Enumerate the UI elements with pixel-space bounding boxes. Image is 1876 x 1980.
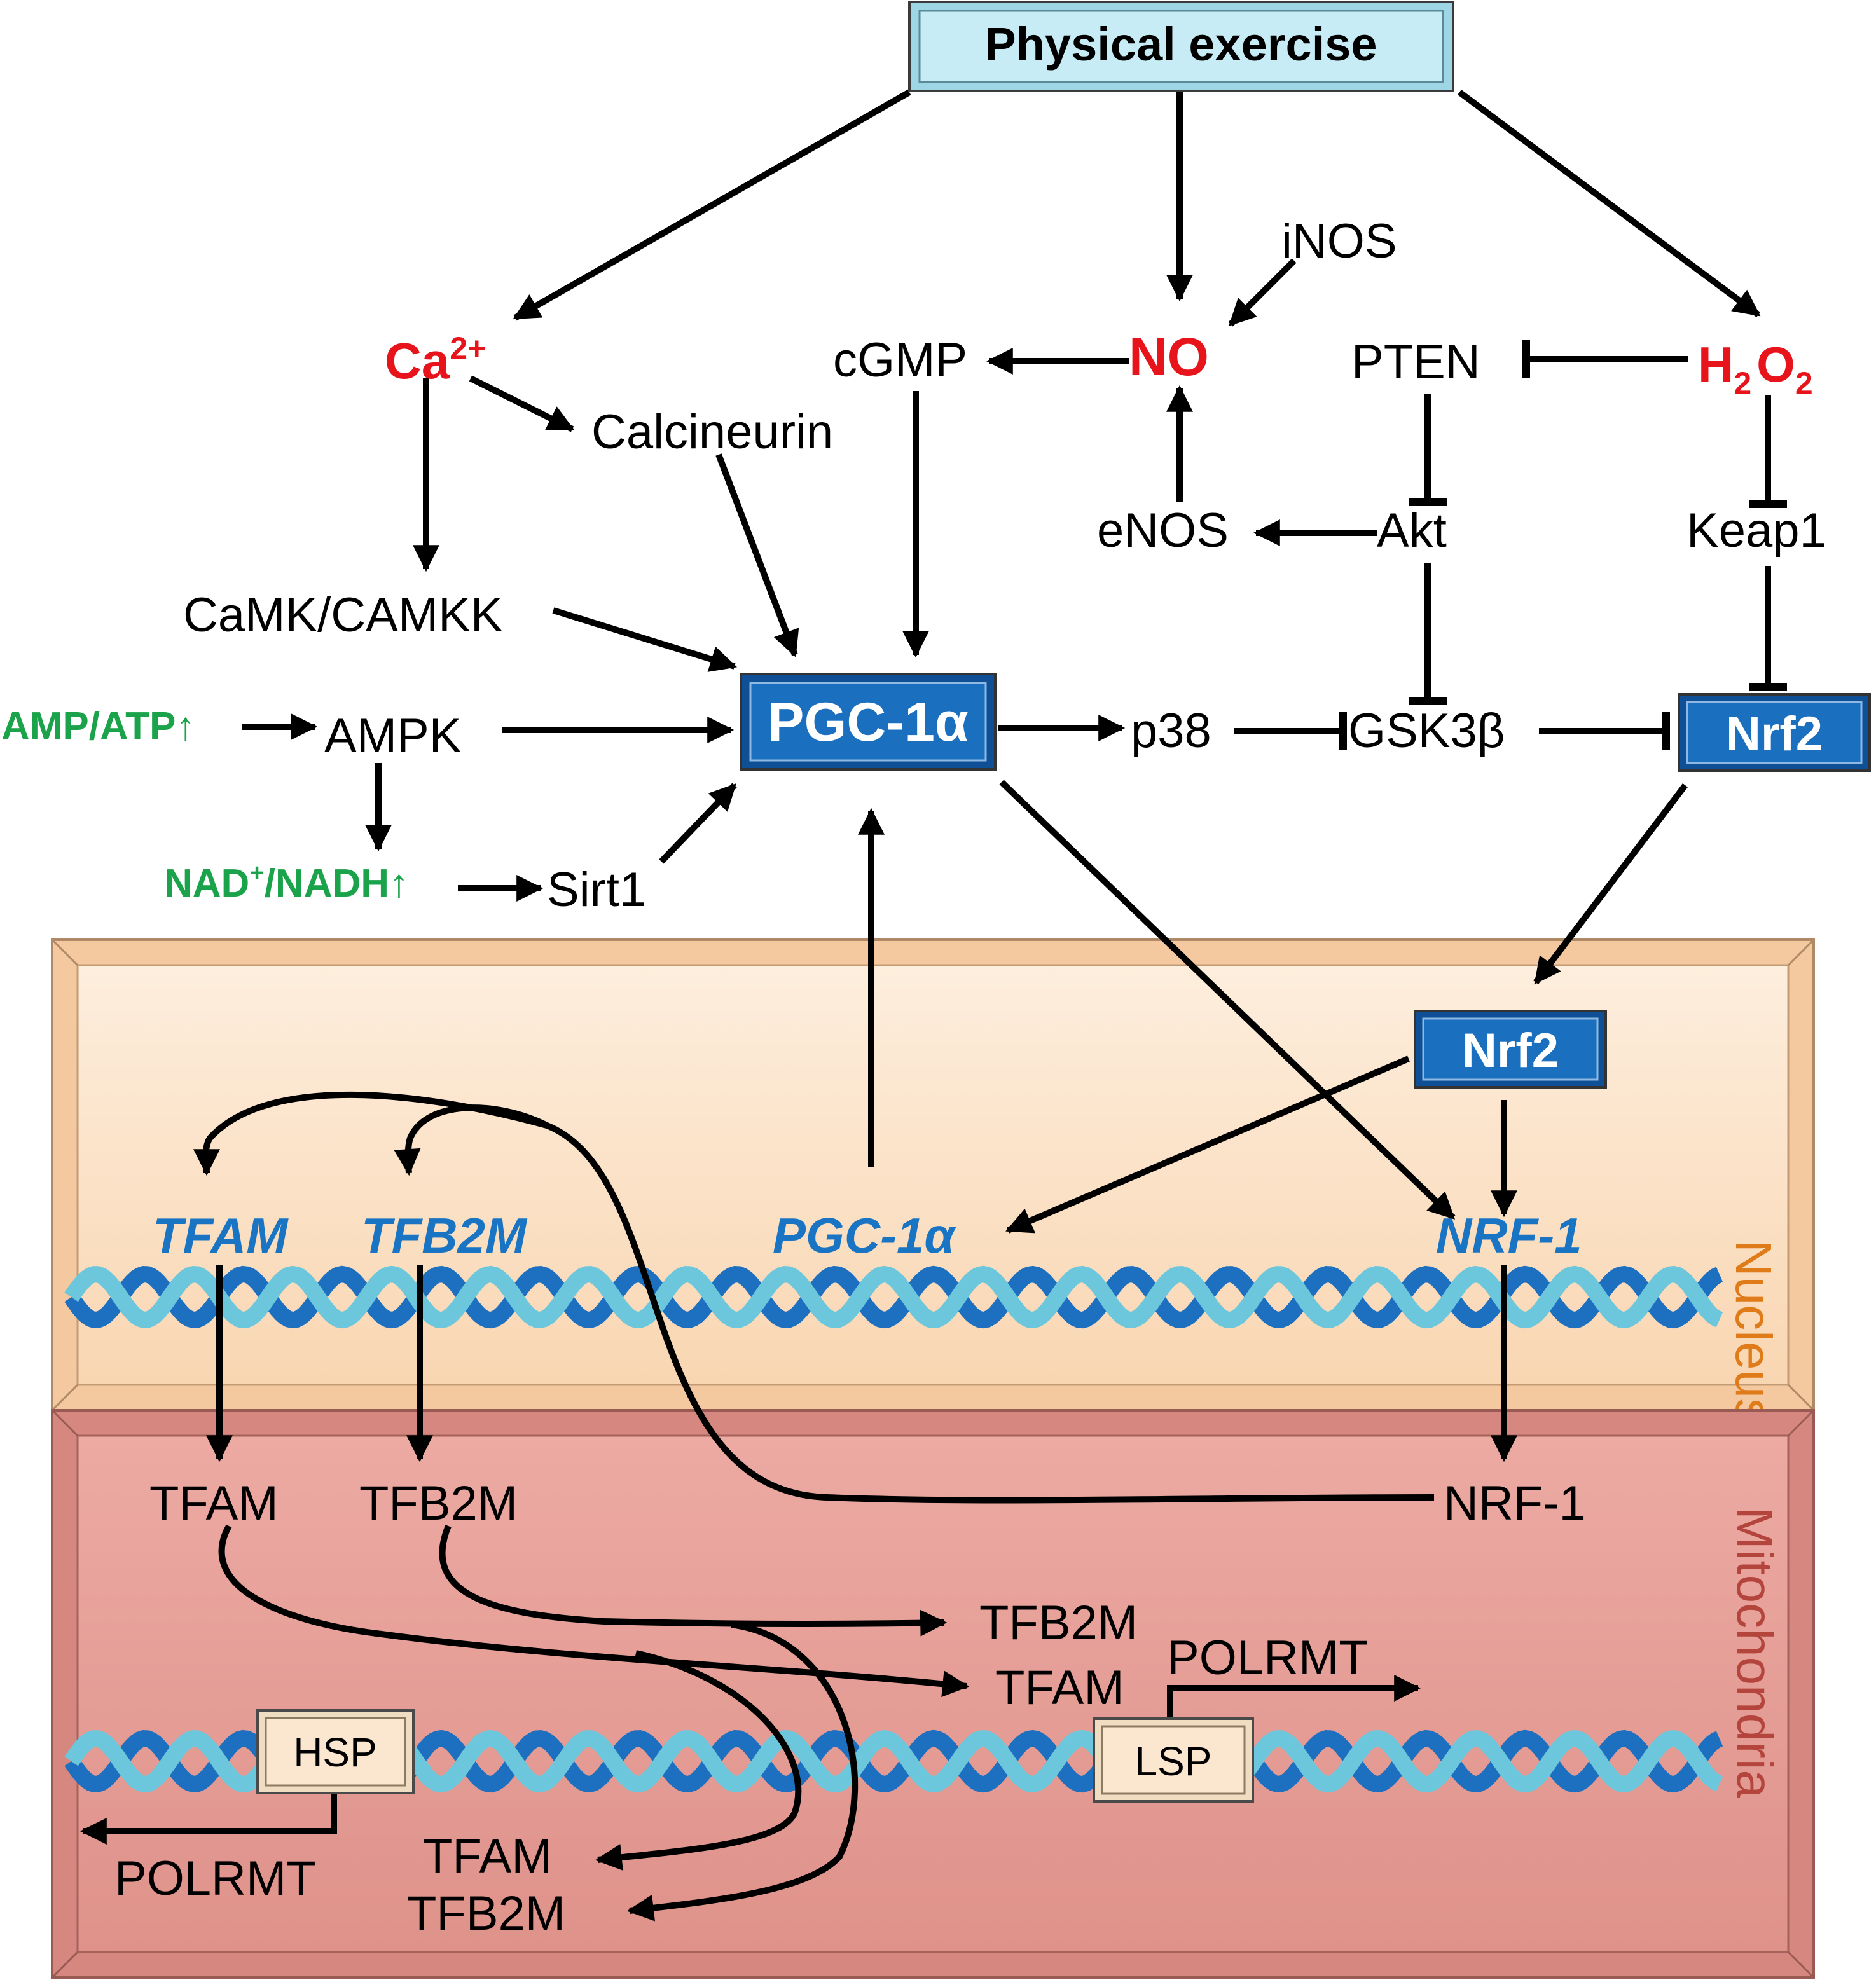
ca-label: Ca — [385, 333, 450, 389]
arrow-exercise-to-h2o2 — [1458, 89, 1761, 318]
tfb2m-gene-label: TFB2M — [361, 1207, 528, 1263]
gsk3b-label: GSK3β — [1348, 704, 1505, 758]
inos-label: iNOS — [1281, 214, 1397, 268]
cgmp-label: cGMP — [833, 333, 967, 387]
arrow-tfam-to-bottom-tfam — [595, 1650, 802, 1871]
svg-text:Ca2+: Ca2+ — [385, 331, 486, 389]
arrow-tfb2m-to-mito-tfb2m — [439, 1525, 948, 1637]
camk-label: CaMK/CAMKK — [183, 588, 503, 642]
keap1-label: Keap1 — [1686, 504, 1826, 558]
nrf2-nucleus-box: Nrf2 — [1414, 1010, 1607, 1089]
calcineurin-label: Calcineurin — [591, 405, 833, 459]
lsp-promoter-box: LSP — [1093, 1717, 1254, 1803]
nrf2-cytoplasm-box: Nrf2 — [1678, 693, 1871, 772]
arrow-inos-to-no — [1228, 258, 1297, 327]
arrow-pgc-to-nrf1-gene — [999, 780, 1456, 1220]
polrmt-left-label: POLRMT — [114, 1852, 316, 1906]
pgc1a-gene-label: PGC-1α — [773, 1207, 957, 1263]
arrow-sirt1-to-pgc — [659, 783, 737, 864]
mito-tfam-label: TFAM — [995, 1661, 1124, 1715]
p38-label: p38 — [1131, 704, 1211, 758]
sirt1-label: Sirt1 — [547, 863, 646, 917]
arrow-camk-to-pgc — [552, 607, 738, 672]
arrow-nrf2-to-pgc-gene — [1005, 1055, 1410, 1234]
pten-label: PTEN — [1351, 335, 1480, 389]
polrmt-right-label: POLRMT — [1167, 1631, 1369, 1685]
pgc1a-box: PGC-1α — [740, 673, 997, 771]
nrf2-nucleus-label: Nrf2 — [1462, 1024, 1559, 1078]
arrow-hsp-to-polrmt — [79, 1784, 337, 1845]
nadh-label: /NADH↑ — [265, 862, 409, 905]
bottom-tfam-label: TFAM — [423, 1829, 552, 1883]
no-label: NO — [1129, 327, 1209, 387]
ca-superscript: 2+ — [450, 331, 486, 366]
arrow-nrf1-to-tfam-gene — [193, 1091, 1435, 1504]
mito-tfb2m-label: TFB2M — [979, 1596, 1138, 1650]
enos-label: eNOS — [1097, 504, 1229, 558]
svg-text:NAD+/NADH↑: NAD+/NADH↑ — [164, 859, 409, 905]
physical-exercise-box: Physical exercise — [908, 1, 1454, 92]
arrow-tfam-to-mito-tfam — [218, 1524, 970, 1698]
bottom-tfb2m-label: TFB2M — [407, 1887, 565, 1941]
mitochondria-compartment: Mitochondria — [51, 1409, 1815, 1979]
nrf1-protein-label: NRF-1 — [1444, 1476, 1586, 1530]
arrow-lsp-to-polrmt — [1167, 1675, 1421, 1729]
arrow-ca-to-calcineurin — [469, 375, 575, 432]
tfam-protein-label: TFAM — [149, 1476, 279, 1530]
nucleus-label: Nucleus — [1725, 1240, 1782, 1424]
arrow-nrf1-to-tfb2m-gene — [394, 1104, 549, 1176]
h2o2-sub-b: 2 — [1795, 366, 1813, 401]
physical-exercise-label: Physical exercise — [984, 18, 1377, 71]
arrow-exercise-to-ca — [513, 89, 911, 321]
h2o2-h: H — [1698, 336, 1734, 392]
nad-node: NAD+/NADH↑ — [164, 859, 409, 905]
tfb2m-protein-label: TFB2M — [359, 1476, 518, 1530]
nuclear-dna-helix — [64, 1265, 1723, 1329]
hsp-promoter-box: HSP — [256, 1709, 415, 1794]
akt-label: Akt — [1377, 504, 1447, 558]
edges — [79, 89, 1787, 1922]
nad-label: NAD — [164, 862, 249, 905]
arrow-calcineurin-to-pgc — [715, 453, 799, 657]
hsp-label: HSP — [293, 1729, 377, 1775]
arrow-nrf2-to-nucleus — [1533, 783, 1688, 985]
h2o2-o: O — [1756, 336, 1795, 392]
pgc1a-label: PGC-1α — [768, 692, 969, 753]
lsp-label: LSP — [1135, 1738, 1212, 1784]
h2o2-sub-a: 2 — [1734, 366, 1751, 401]
amp-atp-label: AMP/ATP↑ — [1, 705, 195, 748]
ca-node: Ca2+ — [385, 331, 486, 389]
mitochondria-label: Mitochondria — [1727, 1507, 1783, 1799]
arrow-tfb2m-to-bottom-tfb2m — [626, 1621, 859, 1922]
ampk-label: AMPK — [324, 709, 461, 763]
tfam-gene-label: TFAM — [153, 1207, 289, 1263]
nad-superscript: + — [249, 859, 264, 887]
nrf1-gene-label: NRF-1 — [1436, 1207, 1582, 1263]
nrf2-cytoplasm-label: Nrf2 — [1726, 707, 1823, 761]
